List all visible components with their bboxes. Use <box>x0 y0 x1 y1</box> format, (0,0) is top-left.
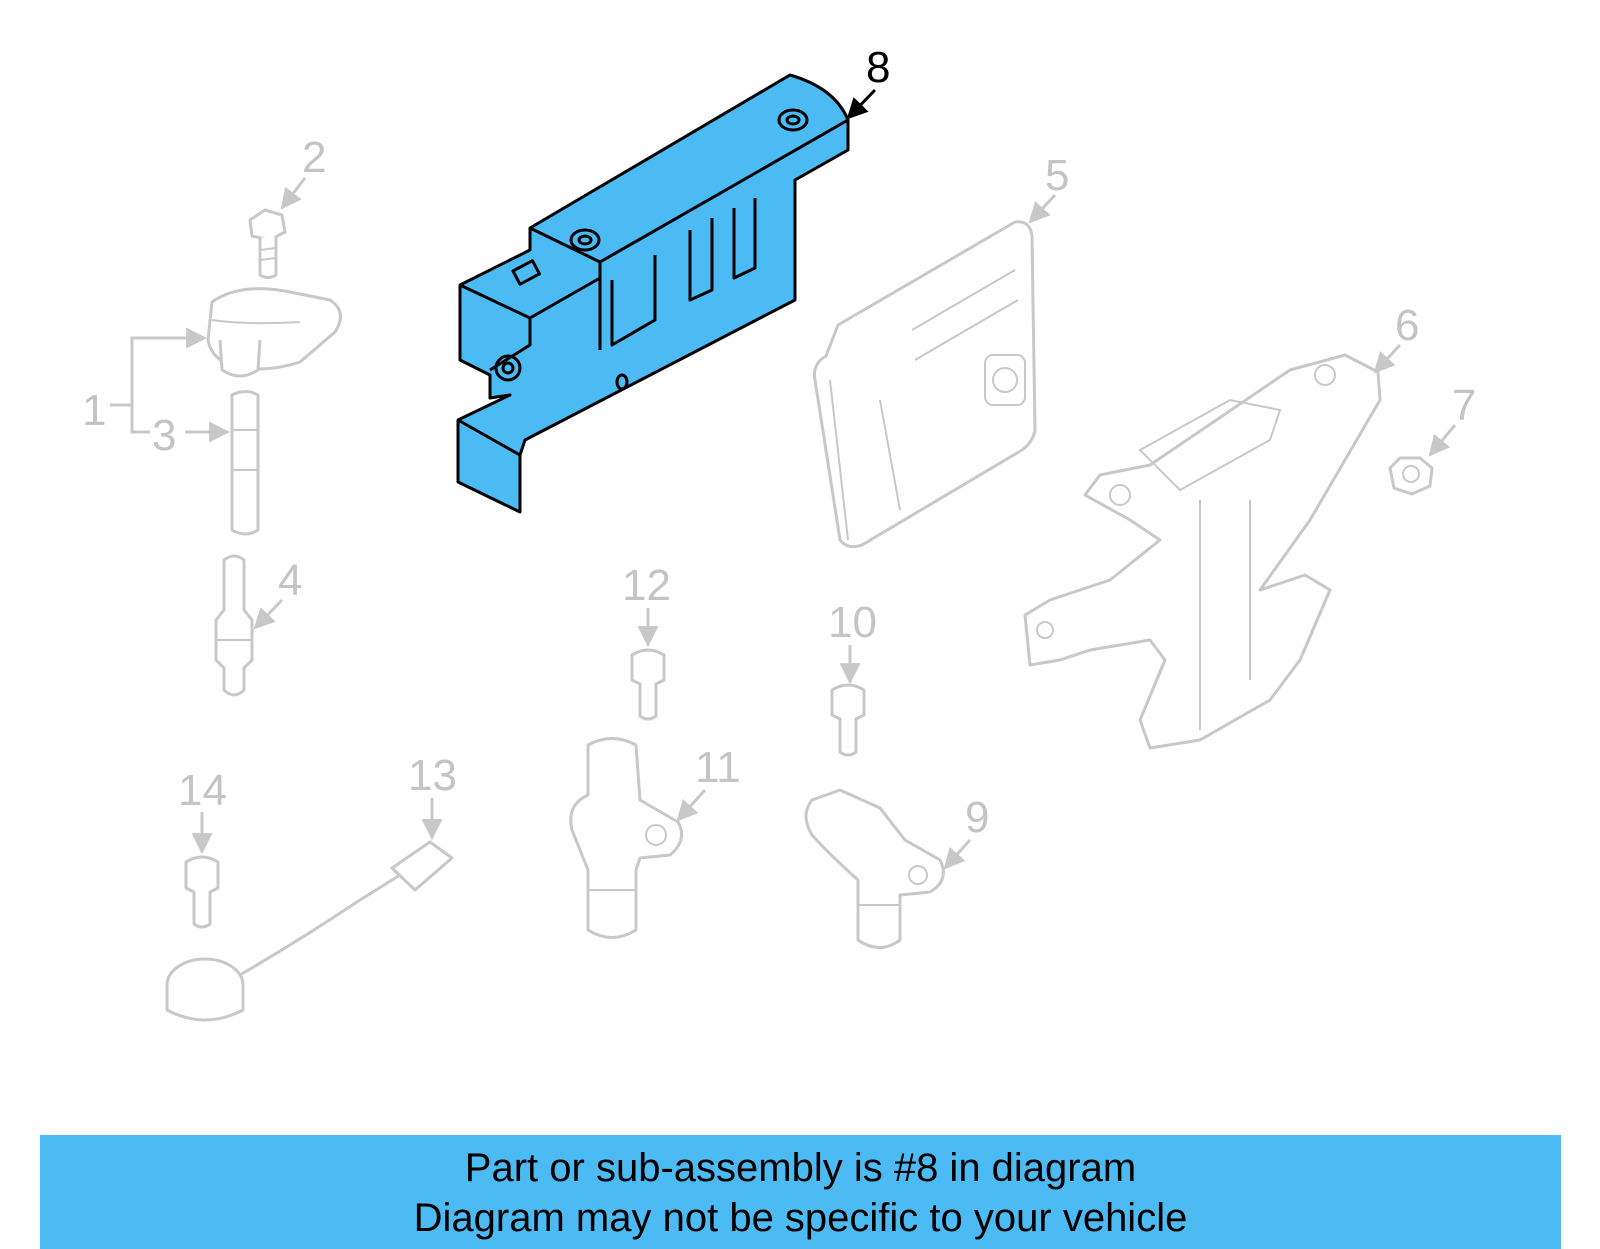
callout-2: 2 <box>280 133 326 210</box>
callout-8-label: 8 <box>866 43 890 92</box>
part-10-bolt[interactable] <box>830 683 866 757</box>
callout-3-label: 3 <box>152 411 176 460</box>
callout-12: 12 <box>622 561 671 648</box>
callout-5-label: 5 <box>1045 151 1069 200</box>
callout-13: 13 <box>408 751 457 841</box>
part-1-ignition-coil[interactable] <box>206 287 342 536</box>
callout-8: 8 <box>846 43 890 120</box>
part-5-ecu[interactable] <box>813 220 1037 549</box>
callout-14-label: 14 <box>178 766 227 815</box>
callout-12-label: 12 <box>622 561 671 610</box>
callout-1: 1 <box>82 327 208 435</box>
part-13-knock-sensor[interactable] <box>165 840 454 1022</box>
part-6-bracket[interactable] <box>1023 353 1382 750</box>
callout-2-label: 2 <box>302 133 326 182</box>
callout-11-label: 11 <box>695 743 741 792</box>
callout-10: 10 <box>828 598 877 685</box>
callout-9: 9 <box>943 793 989 870</box>
callout-6-label: 6 <box>1395 301 1419 350</box>
part-14-bolt[interactable] <box>184 855 220 929</box>
callout-1-label: 1 <box>82 386 106 435</box>
callout-13-label: 13 <box>408 751 457 800</box>
part-2-bolt[interactable] <box>248 208 287 279</box>
callout-7-label: 7 <box>1452 381 1476 430</box>
part-4-spark-plug[interactable] <box>214 554 254 697</box>
callout-9-label: 9 <box>965 793 989 842</box>
part-12-bolt[interactable] <box>630 648 666 721</box>
callout-11: 11 <box>676 743 741 822</box>
info-banner: Part or sub-assembly is #8 in diagram Di… <box>40 1135 1561 1249</box>
banner-line-1: Part or sub-assembly is #8 in diagram <box>464 1146 1137 1190</box>
banner-line-2: Diagram may not be specific to your vehi… <box>413 1196 1188 1240</box>
parts-diagram: 2 1 3 4 5 <box>82 43 1476 1022</box>
part-7-nut[interactable] <box>1388 456 1434 496</box>
part-9-sensor[interactable] <box>804 788 945 949</box>
callout-6: 6 <box>1373 301 1419 374</box>
callout-10-label: 10 <box>828 598 877 647</box>
callout-7: 7 <box>1428 381 1476 457</box>
callout-5: 5 <box>1028 151 1069 224</box>
part-11-sensor[interactable] <box>569 737 684 939</box>
callout-3: 3 <box>152 411 231 460</box>
callout-14: 14 <box>178 766 227 855</box>
part-8-highlighted[interactable] <box>456 73 850 514</box>
part-8-body[interactable] <box>456 73 850 514</box>
callout-4: 4 <box>253 556 302 630</box>
callout-4-label: 4 <box>278 556 302 605</box>
